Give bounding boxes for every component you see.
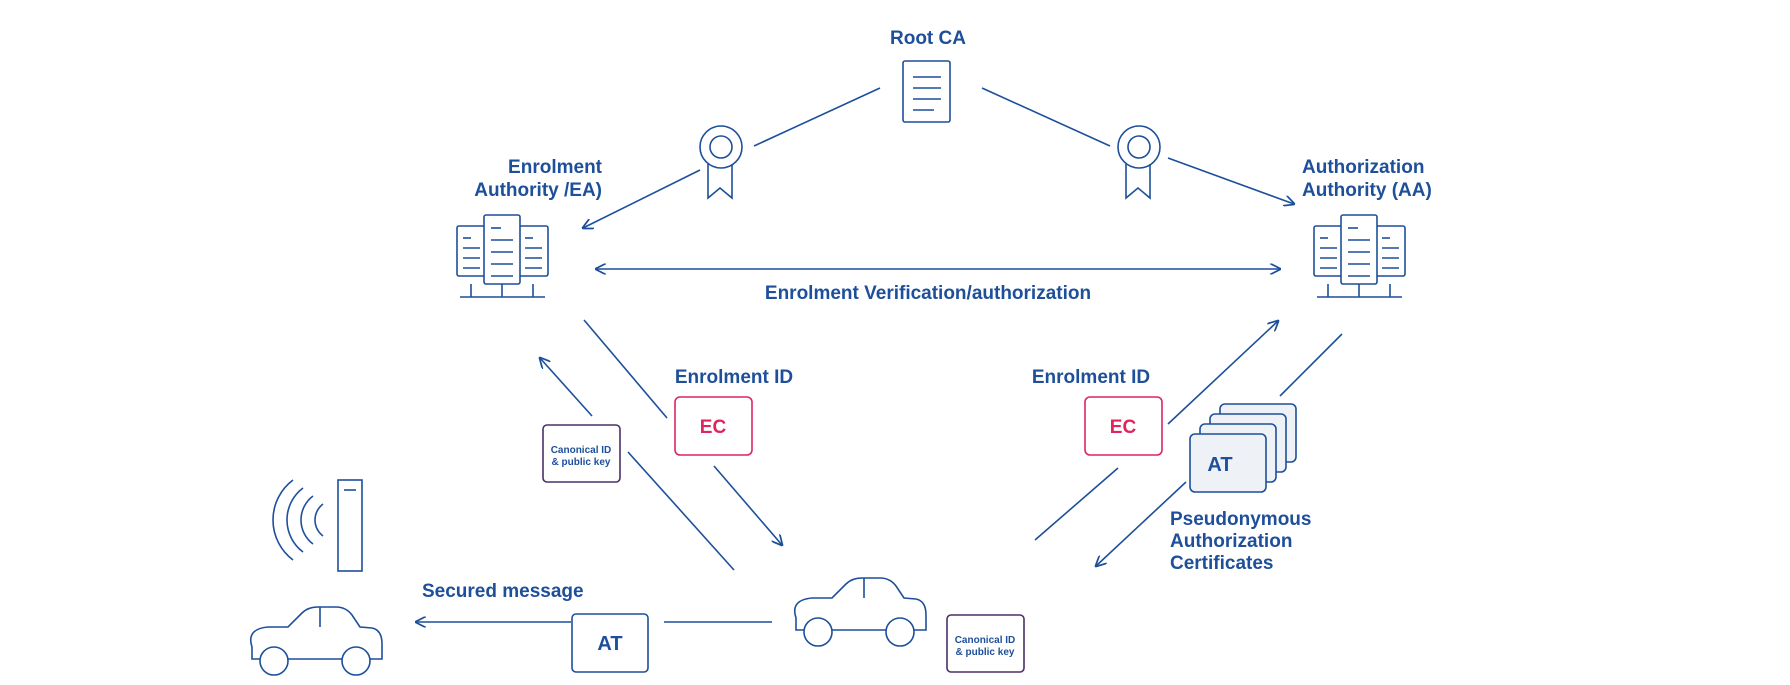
ec-badge-left: EC [674,396,753,456]
arrow-ec-to-car [713,465,782,545]
ea-label-line2: Authority /EA) [474,180,602,201]
award-ribbon-icon [699,125,743,200]
canonical-left-line2: & public key [552,457,611,468]
ec-right-label: EC [1110,417,1137,438]
arrow-award-to-aa [1167,157,1294,204]
line-car-to-ec-right [1034,467,1119,541]
arrow-at-to-car [1096,481,1187,566]
aa-label-line1: Authorization [1302,157,1424,178]
arrow-canonical-to-ea [540,358,593,417]
canonical-right-line1: Canonical ID [955,635,1016,646]
pseudonymous-label-line3: Certificates [1170,553,1274,574]
canonical-right-line2: & public key [956,647,1015,658]
server-icon [456,214,549,298]
line-ea-to-ec [583,319,668,419]
enrolment-id-right-label: Enrolment ID [1032,367,1150,388]
connectors [416,87,1343,622]
car-icon [249,606,383,676]
at-stack-label: AT [1207,454,1232,476]
pseudonymous-label-line1: Pseudonymous [1170,509,1311,530]
canonical-left-line1: Canonical ID [551,445,612,456]
enrolment-id-left-label: Enrolment ID [675,367,793,388]
document-icon [902,60,951,123]
server-icon [1313,214,1406,298]
arrow-award-to-ea [583,169,701,228]
at-message-badge: AT [571,613,649,673]
pseudonymous-label-line2: Authorization [1170,531,1292,552]
secured-message-label: Secured message [422,581,584,602]
line-rootca-right-award [981,87,1111,147]
root-ca-label: Root CA [890,28,966,49]
antenna-icon [337,479,363,572]
arrow-ec-to-aa [1167,321,1278,425]
line-aa-to-at [1279,333,1343,397]
ec-left-label: EC [700,417,727,438]
at-certificate-stack: AT [1189,403,1297,493]
award-ribbon-icon [1117,125,1161,200]
line-car-to-canonical [627,451,735,571]
canonical-id-badge-right: Canonical ID & public key [946,614,1025,673]
ec-badge-right: EC [1084,396,1163,456]
car-icon [793,577,927,647]
enrolment-verification-label: Enrolment Verification/authorization [765,283,1091,304]
canonical-id-badge-left: Canonical ID & public key [542,424,621,483]
wifi-signal-icon [272,479,324,561]
ea-label-line1: Enrolment [508,157,603,178]
at-message-label: AT [597,633,622,655]
line-rootca-left-award [753,87,881,147]
aa-label-line2: Authority (AA) [1302,180,1432,201]
